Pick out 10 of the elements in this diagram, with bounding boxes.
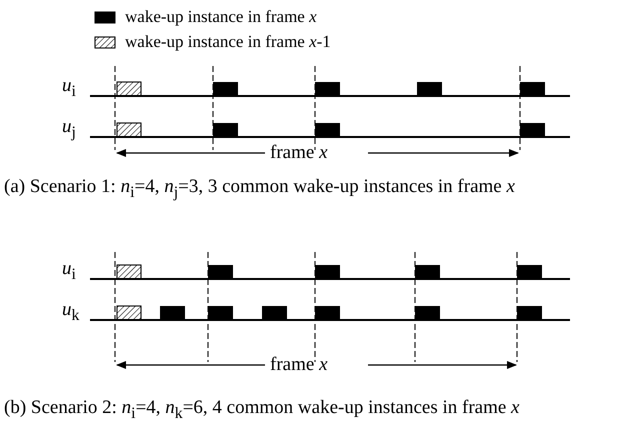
dimension-label: frame x [270, 354, 328, 376]
signal-name: u$_{i}$ [62, 258, 76, 285]
legend-label: wake-up instance in frame x-1 [125, 31, 331, 53]
dimension-label: frame x [270, 142, 328, 164]
caption: (a) Scenario 1: n$_{i}$=4, n$_{j}$=3, 3 common wake-up instances in frame x [4, 176, 515, 203]
signal-name: u$_{i}$ [62, 75, 76, 102]
legend-label: wake-up instance in frame x [125, 6, 317, 28]
signal-name: u$_{j}$ [62, 116, 76, 143]
caption: (b) Scenario 2: n$_{i}$=4, n$_{k}$=6, 4 common wake-up instances in frame x [4, 397, 520, 424]
signal-name: u$_{k}$ [62, 299, 80, 326]
